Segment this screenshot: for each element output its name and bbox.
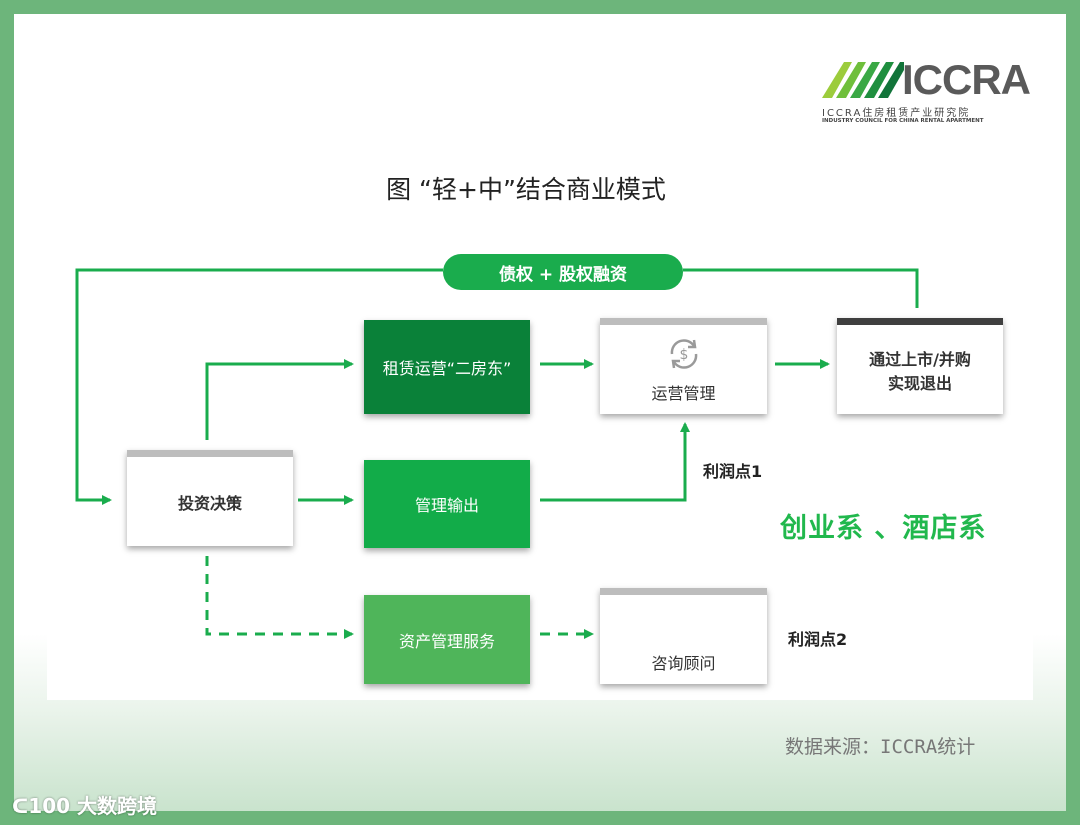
profit-point-2-label: 利润点2 [788,630,848,649]
logo-subtitle-en: INDUSTRY COUNCIL FOR CHINA RENTAL APARTM… [822,118,984,124]
investment-decision-label: 投资决策 [177,493,242,513]
sublet-box: 租赁运营“二房东” [364,320,530,414]
consulting-label: 咨询顾问 [651,654,716,673]
output-to-operations-arrow [540,422,690,502]
asset-management-label: 资产管理服务 [398,631,495,651]
investment-decision-box: 投资决策 [127,450,293,546]
management-output-label: 管理输出 [414,496,479,515]
logo-name: ICCRA [902,56,1031,103]
watermark: ᑕ100 大数跨境 [12,790,157,819]
exit-label: 通过上市/并购 实现退出 [869,349,971,393]
category-label: 创业系 、酒店系 [780,513,987,544]
consulting-box: 咨询顾问 [600,588,767,684]
sublet-label: 租赁运营“二房东” [382,359,512,378]
financing-loop-line-left [75,268,443,505]
watermark-logo-icon: ᑕ100 [12,794,78,818]
diagram-title: 图 “轻+中”结合商业模式 [386,175,666,204]
dollar-cycle-icon: $ [670,339,697,369]
financing-pill: 债权 + 股权融资 [443,254,683,290]
management-output-box: 管理输出 [364,460,530,548]
asset-management-box: 资产管理服务 [364,595,530,684]
watermark-text: 大数跨境 [77,794,158,818]
svg-text:$: $ [679,347,688,363]
iccra-logo-icon [822,62,904,98]
decision-to-sublet-arrow [205,359,354,440]
logo-subtitle: ICCRA住房租赁产业研究院 [822,108,971,119]
operations-management-box: $ 运营管理 [600,318,767,414]
data-source: 数据来源：ICCRA统计 [785,736,976,758]
financing-loop-line [683,268,919,308]
decision-to-asset-arrow [205,556,354,639]
profit-point-1-label: 利润点1 [703,462,763,481]
operations-management-label: 运营管理 [651,384,716,403]
exit-box: 通过上市/并购 实现退出 [837,318,1003,414]
